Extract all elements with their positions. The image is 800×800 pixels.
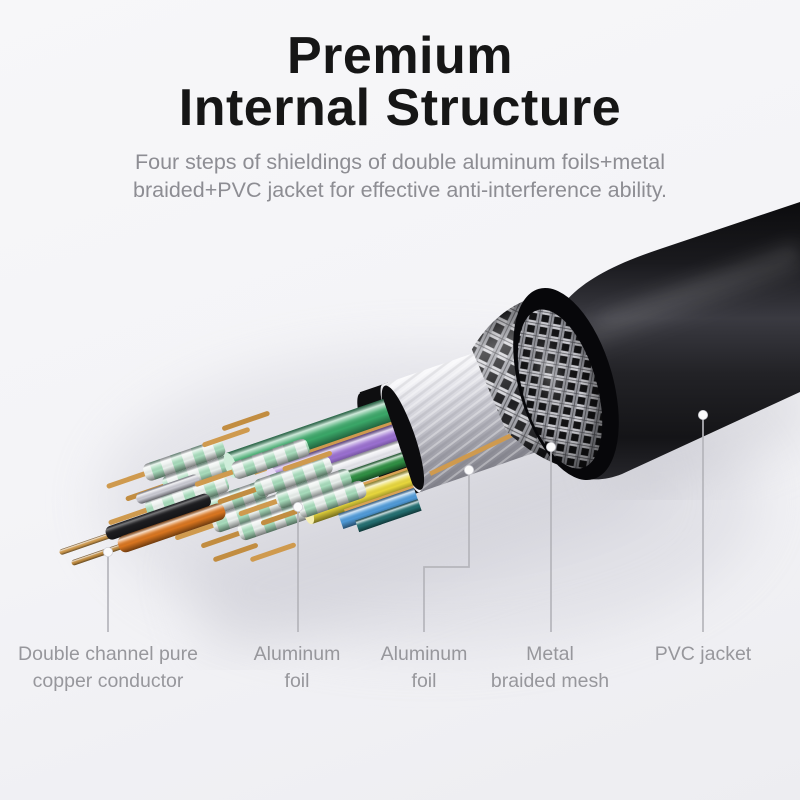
cable-core-assembly (59, 294, 603, 566)
callout-copper-conductor-line2: copper conductor (32, 670, 184, 692)
wire-blue (338, 487, 420, 530)
callout-pvc-jacket: PVC jacket (655, 641, 751, 668)
leader-dot-5 (698, 409, 709, 420)
twisted-pair-wires-front (194, 411, 367, 562)
callout-aluminum-foil-2: Aluminum foil (381, 641, 468, 695)
callout-aluminum-foil-1: Aluminum foil (254, 641, 341, 695)
leader-dot-1 (103, 547, 114, 558)
leader-dots (103, 409, 709, 558)
wire-orange (117, 503, 226, 553)
foil-mouth-shadow (381, 385, 425, 490)
leader-dot-3 (463, 464, 474, 475)
subtitle-line2: braided+PVC jacket for effective anti-in… (133, 178, 667, 202)
wire-teal (355, 499, 422, 533)
mesh-face (517, 309, 603, 469)
leader-lines (107, 419, 704, 632)
callout-aluminum-foil-2-line2: foil (411, 670, 437, 692)
callout-copper-conductor: Double channel pure copper conductor (18, 641, 198, 695)
callout-metal-braided-mesh-line1: Metal (526, 643, 574, 665)
page-title-line2: Internal Structure (178, 79, 622, 137)
wire-black (105, 493, 211, 540)
wire-bundle (59, 399, 422, 566)
subtitle-line1: Four steps of shieldings of double alumi… (134, 150, 665, 174)
leader-dot-2 (292, 501, 303, 512)
callout-copper-conductor-line1: Double channel pure (18, 643, 198, 665)
header: Premium Internal Structure Four steps of… (0, 30, 800, 204)
page-subtitle: Four steps of shieldings of double alumi… (0, 148, 800, 204)
leader-dot-4 (546, 441, 557, 452)
callout-pvc-jacket-line1: PVC jacket (654, 643, 752, 665)
page-title-line1: Premium (286, 27, 514, 85)
callout-metal-braided-mesh-line2: braided mesh (490, 670, 610, 692)
callout-metal-braided-mesh: Metal braided mesh (491, 641, 609, 695)
callout-aluminum-foil-2-line1: Aluminum (380, 643, 468, 665)
callout-aluminum-foil-1-line1: Aluminum (253, 643, 341, 665)
leader-line-3 (423, 474, 470, 632)
callout-aluminum-foil-1-line2: foil (284, 670, 310, 692)
stray-copper-tips (202, 411, 332, 562)
pvc-jacket-shape (513, 202, 800, 481)
